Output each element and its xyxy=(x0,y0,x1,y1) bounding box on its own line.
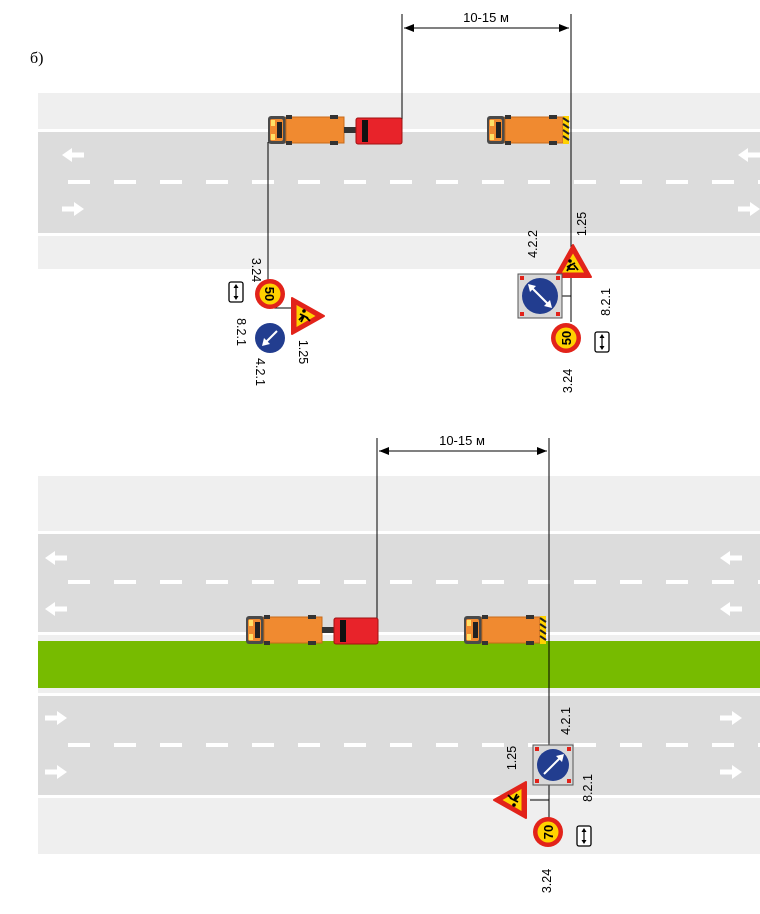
top-right-detour-icon xyxy=(517,273,563,319)
top-cover-truck xyxy=(486,114,570,146)
top-right-label-1-25: 1.25 xyxy=(575,212,589,236)
bottom-label-8-2-1: 8.2.1 xyxy=(581,774,595,802)
top-left-label-3-24: 3.24 xyxy=(249,258,263,282)
bottom-label-1-25: 1.25 xyxy=(505,746,519,770)
top-left-plate-icon xyxy=(228,281,244,303)
top-lead-truck-with-trailer xyxy=(267,114,403,146)
bottom-road xyxy=(38,476,760,854)
top-left-roadworks-icon xyxy=(291,297,325,335)
subfigure-label: б) xyxy=(30,50,44,67)
bottom-dimension: 10-15 м xyxy=(376,433,550,760)
top-left-label-1-25: 1.25 xyxy=(296,340,310,364)
top-edge-line-lower xyxy=(38,233,760,236)
top-left-label-4-2-1: 4.2.1 xyxy=(253,358,267,386)
bottom-lead-truck-with-trailer xyxy=(245,614,379,646)
top-right-label-8-2-1: 8.2.1 xyxy=(599,288,613,316)
bottom-distance-label: 10-15 м xyxy=(439,433,485,448)
bottom-speed-value: 70 xyxy=(541,825,556,839)
top-distance-label: 10-15 м xyxy=(463,10,509,25)
top-right-label-4-2-2: 4.2.2 xyxy=(526,230,540,258)
bottom-sign-group: 70 4.2.1 1.25 8.2.1 3.24 xyxy=(493,707,595,893)
top-left-label-8-2-1: 8.2.1 xyxy=(234,318,248,346)
bottom-keep-right-icon xyxy=(532,744,574,786)
bottom-label-4-2-1: 4.2.1 xyxy=(559,707,573,735)
top-right-sign-group: 50 4.2.2 1.25 8.2.1 3.24 xyxy=(517,212,613,393)
bottom-plate-icon xyxy=(576,825,592,847)
top-right-plate-icon xyxy=(594,331,610,353)
top-right-speed-value: 50 xyxy=(559,331,574,345)
bottom-median xyxy=(38,641,760,688)
top-right-label-3-24: 3.24 xyxy=(561,369,575,393)
top-dimension: 10-15 м xyxy=(401,10,572,270)
bottom-cover-truck xyxy=(463,614,547,646)
bottom-label-3-24: 3.24 xyxy=(540,869,554,893)
top-left-speed-value: 50 xyxy=(262,287,277,301)
top-left-sign-group: 50 3.24 8.2.1 4.2.1 1.25 xyxy=(228,142,325,386)
